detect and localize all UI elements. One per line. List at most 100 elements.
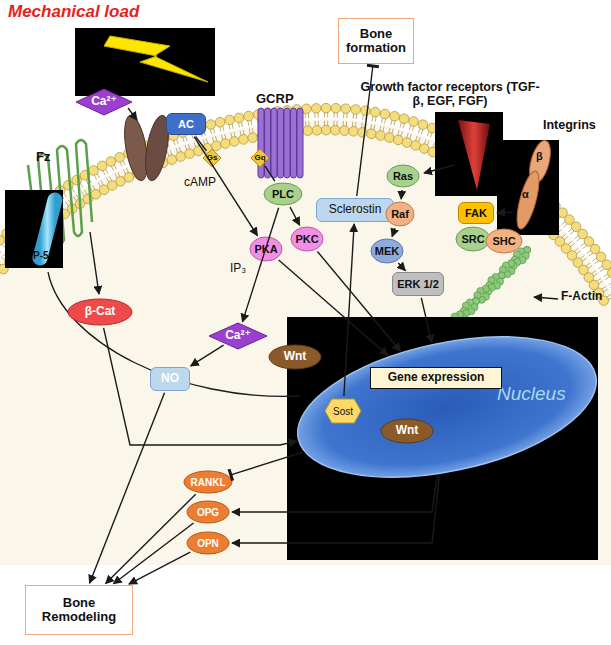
- lipid-head: [411, 141, 421, 151]
- diamond-shape: [203, 149, 221, 167]
- node-text: Sclerostin: [329, 203, 382, 216]
- ellipse-shape: [264, 183, 302, 205]
- lipid-head: [331, 103, 341, 113]
- lipid-head: [97, 161, 107, 171]
- lipid-head: [351, 105, 361, 115]
- nucleus-ellipse: NucleusGene expressionSostWnt: [292, 322, 602, 492]
- lipid-tail: [0, 248, 1, 252]
- outcome-box: Bone Remodeling: [25, 585, 133, 635]
- gene-ellipse: Wnt: [380, 418, 434, 444]
- lipid-head: [311, 104, 321, 114]
- node-text: Gs: [207, 154, 218, 163]
- ellipse-shape: [456, 227, 490, 251]
- protein-box: Sclerostin: [316, 198, 394, 222]
- ellipse-shape: [381, 419, 433, 443]
- lipid-head: [312, 126, 322, 136]
- node-text: RANKL: [191, 477, 226, 488]
- connector: [129, 552, 190, 584]
- node-text: Raf: [391, 208, 409, 220]
- ellipse-shape: [386, 202, 414, 226]
- label-text: β: [536, 150, 543, 163]
- black-panel: [75, 28, 215, 96]
- g-protein-diamond: Gq: [250, 148, 270, 168]
- node-text: Wnt: [284, 350, 307, 363]
- ellipse-shape: [250, 237, 282, 261]
- ellipse-shape: [291, 227, 323, 251]
- node-text: PKA: [254, 243, 277, 255]
- label-text: cAMP: [184, 176, 216, 190]
- lipid-head: [331, 125, 341, 135]
- gpcr-helix: [258, 108, 264, 178]
- gpcr-helix: [291, 108, 297, 178]
- lipid-head: [341, 104, 351, 114]
- connector: [398, 263, 405, 271]
- arrow-line: [128, 108, 137, 120]
- connector: [231, 452, 303, 475]
- node-text: Ca²⁺: [225, 329, 251, 342]
- connector: [392, 228, 395, 236]
- lrp5-receptor: [40, 200, 55, 258]
- lipid-head: [106, 157, 116, 167]
- lipid-head: [361, 106, 371, 116]
- node-text: Gene expression: [388, 371, 485, 384]
- nucleus-shape: [285, 313, 609, 501]
- lipid-head: [358, 128, 368, 138]
- ellipse-shape: [387, 165, 419, 187]
- node-text: AC: [178, 118, 194, 130]
- gpcr-helix: [278, 108, 284, 178]
- diamond-shape: [251, 149, 269, 167]
- protein-ellipse: OPG: [186, 500, 230, 524]
- lipid-head: [321, 125, 331, 135]
- lipid-head: [419, 144, 429, 154]
- node-text: Ca²⁺: [91, 95, 117, 108]
- lipid-head: [248, 133, 258, 143]
- lipid-head: [206, 120, 216, 130]
- lipid-head: [89, 166, 99, 176]
- lipid-head: [194, 146, 204, 156]
- connector: [242, 208, 278, 322]
- connector: [290, 207, 300, 225]
- node-text: ERK 1/2: [397, 278, 439, 290]
- connector: [104, 328, 297, 445]
- connector: [421, 298, 432, 343]
- connector: [279, 260, 388, 355]
- connector: [106, 494, 196, 583]
- lipid-head: [225, 115, 235, 125]
- lipid-head: [321, 103, 331, 113]
- protein-ellipse: RANKL: [183, 470, 233, 494]
- node-text: Sost: [333, 406, 353, 417]
- ellipse-shape: [187, 532, 229, 554]
- ion-diamond: Ca²⁺: [208, 322, 268, 350]
- enzyme-box: AC: [166, 113, 206, 135]
- ion-diamond: Ca²⁺: [75, 88, 133, 116]
- connector: [400, 190, 402, 199]
- lipid-tail: [609, 281, 611, 284]
- lipid-head: [418, 120, 428, 130]
- lipid-head: [608, 268, 611, 278]
- lipid-head: [115, 153, 125, 163]
- kinase-box: ERK 1/2: [392, 272, 444, 296]
- g-protein-diamond: Gs: [202, 148, 222, 168]
- label-text: Mechanical load: [8, 2, 139, 22]
- gpcr-helix: [265, 108, 271, 178]
- arrow-line: [424, 165, 455, 173]
- lipid-head: [230, 137, 240, 147]
- lipid-head: [64, 180, 74, 190]
- lipid-head: [167, 155, 177, 165]
- arrow-line: [90, 232, 99, 294]
- node-text: Gq: [254, 154, 265, 163]
- node-text: OPN: [197, 538, 219, 549]
- hexagon-shape: [325, 399, 361, 423]
- integrin-alpha: [513, 169, 544, 231]
- molecule-box: NO: [150, 367, 190, 391]
- lipid-head: [221, 139, 231, 149]
- ellipse-shape: [68, 299, 132, 325]
- lipid-head: [380, 109, 390, 119]
- diamond-shape: [209, 323, 267, 349]
- lipid-head: [596, 252, 606, 262]
- lipid-head: [402, 138, 412, 148]
- cell-cytoplasm: [0, 119, 611, 565]
- lipid-head: [385, 133, 395, 143]
- lipid-bilayer: [0, 103, 611, 305]
